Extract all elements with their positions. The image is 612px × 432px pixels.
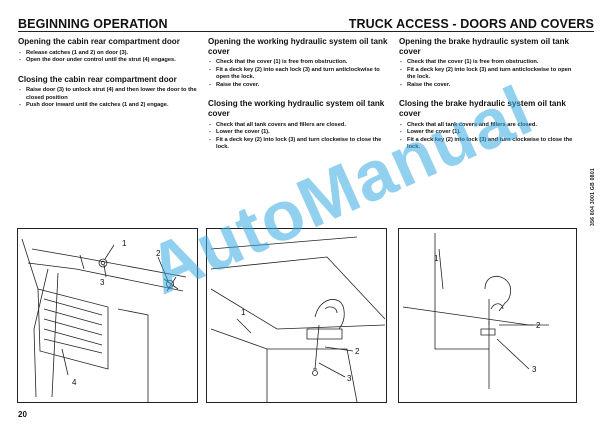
step: Push door inward until the catches (1 an…	[18, 102, 198, 110]
heading-open-brake-cover: Opening the brake hydraulic system oil t…	[399, 37, 570, 56]
step: Raise the cover.	[399, 82, 579, 90]
header-rule	[18, 31, 594, 32]
steps-close-hydraulic-cover: Check that all tank covers and fillers a…	[208, 122, 388, 152]
callout-3: 3	[100, 278, 105, 287]
step: Lower the cover (1).	[399, 129, 579, 137]
step: Lower the cover (1).	[208, 129, 388, 137]
step: Check that all tank covers and fillers a…	[208, 122, 388, 130]
steps-close-cabin-door: Raise door (3) to unlock strut (4) and t…	[18, 87, 198, 110]
heading-close-hydraulic-cover: Closing the working hydraulic system oil…	[208, 99, 385, 119]
step: Fit a deck key (2) into each lock (3) an…	[208, 67, 388, 82]
topic-title: TRUCK ACCESS - DOORS AND COVERS	[348, 17, 594, 31]
section-title: BEGINNING OPERATION	[18, 17, 168, 31]
figure-hydraulic-cover: 1 2 3	[206, 228, 387, 403]
heading-open-hydraulic-cover: Opening the working hydraulic system oil…	[208, 37, 388, 56]
callout-3: 3	[347, 374, 352, 383]
step: Raise the cover.	[208, 82, 388, 90]
figure-brake-cover: 1 2 3	[398, 228, 577, 403]
heading-close-brake-cover: Closing the brake hydraulic system oil t…	[399, 99, 566, 119]
callout-2: 2	[156, 249, 161, 258]
column-brake-cover: Opening the brake hydraulic system oil t…	[399, 37, 579, 162]
step: Fit a deck key (2) into lock (3) and tur…	[208, 137, 388, 152]
page-number: 20	[18, 410, 27, 419]
callout-2: 2	[355, 347, 360, 356]
figure-cabin-door: 1 2 3 4	[17, 228, 198, 403]
step: Fit a deck key (2) into lock (3) and tur…	[399, 137, 579, 152]
callout-3: 3	[532, 365, 537, 374]
callout-2: 2	[536, 321, 541, 330]
callout-4: 4	[72, 378, 77, 387]
step: Check that the cover (1) is free from ob…	[208, 59, 388, 67]
step: Check that the cover (1) is free from ob…	[399, 59, 579, 67]
step: Fit a deck key (2) into lock (3) and tur…	[399, 67, 579, 82]
steps-close-brake-cover: Check that all tank covers and fillers a…	[399, 122, 579, 152]
step: Release catches (1 and 2) on door (3).	[18, 50, 198, 58]
step: Check that all tank covers and fillers a…	[399, 122, 579, 130]
column-cabin-door: Opening the cabin rear compartment door …	[18, 37, 198, 120]
steps-open-cabin-door: Release catches (1 and 2) on door (3). O…	[18, 50, 198, 65]
callout-1: 1	[241, 308, 246, 317]
callout-1: 1	[434, 254, 439, 263]
steps-open-hydraulic-cover: Check that the cover (1) is free from ob…	[208, 59, 388, 89]
heading-close-cabin-door: Closing the cabin rear compartment door	[18, 74, 177, 84]
cabin-door-illustration: 1 2 3 4	[21, 238, 187, 402]
document-code: 356 804 3001 GB 0801	[590, 168, 596, 226]
hydraulic-cover-illustration: 1 2 3	[210, 236, 386, 402]
heading-open-cabin-door: Opening the cabin rear compartment door	[18, 37, 180, 46]
brake-cover-illustration: 1 2 3	[402, 233, 549, 389]
steps-open-brake-cover: Check that the cover (1) is free from ob…	[399, 59, 579, 89]
step: Raise door (3) to unlock strut (4) and t…	[18, 87, 198, 102]
page-header: BEGINNING OPERATION TRUCK ACCESS - DOORS…	[18, 17, 594, 33]
callout-1: 1	[122, 239, 127, 248]
column-hydraulic-cover: Opening the working hydraulic system oil…	[208, 37, 388, 162]
step: Open the door under control until the st…	[18, 57, 198, 65]
